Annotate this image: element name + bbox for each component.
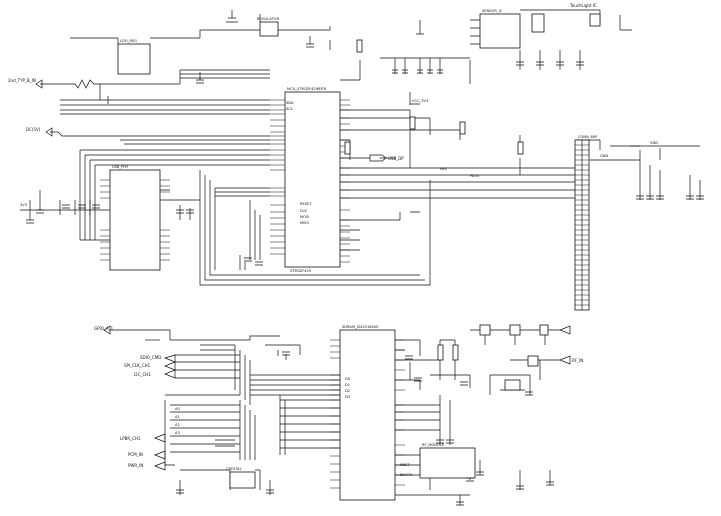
net-label: VDD bbox=[650, 141, 658, 145]
top-right-component-2 bbox=[589, 13, 601, 27]
net-label: BOOT0 bbox=[400, 473, 413, 477]
net-label: D2 bbox=[345, 389, 350, 393]
crystal-component bbox=[229, 471, 256, 489]
left-chip-pins bbox=[100, 179, 170, 261]
sdram-pins bbox=[330, 339, 405, 489]
port-sdio-cmd: SDIO_CMD bbox=[140, 355, 161, 360]
port-pcm-in: PCM_IN bbox=[128, 452, 143, 457]
right-connector-strip bbox=[574, 139, 590, 311]
supply-label: 3V3 bbox=[20, 203, 27, 207]
top-mid-regulator bbox=[259, 21, 279, 37]
port-lpbr: LPBR_CH1 bbox=[120, 436, 141, 441]
top-mid-label: REGULATOR bbox=[257, 17, 279, 21]
net-label: A2 bbox=[175, 423, 180, 427]
net-label: MISO bbox=[300, 221, 309, 225]
connector-label: CONN_60P bbox=[578, 135, 598, 139]
net-label: MOSI bbox=[300, 215, 309, 219]
rf-module-chip bbox=[419, 447, 476, 479]
crystal-label: CRYSTAL bbox=[226, 467, 242, 471]
bottom-offpage-ports bbox=[103, 325, 571, 471]
bottom-inductors bbox=[437, 324, 549, 391]
net-label: D3 bbox=[345, 395, 350, 399]
mcu-label: MCU_STM32F429BIT6 bbox=[287, 87, 327, 91]
top-ldo-chip bbox=[117, 43, 151, 75]
port-rf-in: RF_IN bbox=[572, 358, 583, 363]
net-label: A1 bbox=[175, 415, 180, 419]
port-usb-dp: USB_DP bbox=[388, 156, 404, 161]
net-label: VCC_3V3 bbox=[412, 99, 428, 103]
net-label: GND bbox=[600, 154, 608, 158]
port-dc: DC(5V) bbox=[26, 127, 41, 132]
top-right-sensor-chip bbox=[479, 13, 521, 49]
left-usb-phy-chip bbox=[109, 169, 161, 271]
port-spi-clk: SPI_CLK_CH1 bbox=[124, 363, 151, 368]
top-passives bbox=[26, 10, 704, 266]
main-mcu-chip bbox=[284, 91, 341, 268]
net-label: SDA bbox=[286, 101, 294, 105]
top-right-component bbox=[531, 13, 545, 33]
rf-module-label: RF_MODULE bbox=[422, 443, 445, 447]
net-label: A3 bbox=[175, 431, 180, 435]
net-label-group: SDA SCL VCC_3V3 GND VDD RESET CLK MOSI M… bbox=[175, 99, 658, 477]
net-label: PA10 bbox=[470, 174, 480, 178]
port-typ-b: 2nd_TYP_B_IN bbox=[8, 78, 36, 83]
touchlight-title: TouchLight IC bbox=[569, 3, 597, 8]
top-offpage-ports bbox=[35, 79, 387, 162]
net-label: SCL bbox=[286, 107, 293, 111]
mcu-pins-left bbox=[270, 99, 285, 255]
port-gpio-a1: GPIO_A_1 bbox=[94, 326, 114, 331]
net-label: D1 bbox=[345, 383, 350, 387]
bottom-passives bbox=[176, 351, 554, 506]
net-label: D0 bbox=[345, 377, 351, 381]
left-chip-label: USB_PHY bbox=[112, 165, 129, 169]
net-label: NRST bbox=[400, 463, 410, 467]
port-i2c: I2C_CH1 bbox=[134, 372, 151, 377]
net-label: RESET bbox=[300, 202, 312, 206]
sdram-label: SDRAM_IS42S16400 bbox=[342, 325, 379, 329]
net-label: PA9 bbox=[440, 167, 447, 171]
sdram-chip bbox=[339, 329, 396, 501]
mcu-pins-right bbox=[340, 99, 350, 263]
top-ldo-label: LDO_REG bbox=[120, 39, 137, 43]
top-right-label: SENSOR_IC bbox=[482, 9, 503, 13]
net-label: A0 bbox=[175, 407, 180, 411]
net-label: CLK bbox=[300, 209, 308, 213]
mcu-sublabel: STM32F429 bbox=[290, 269, 312, 273]
port-pwr-in: PWR_IN bbox=[128, 463, 143, 468]
